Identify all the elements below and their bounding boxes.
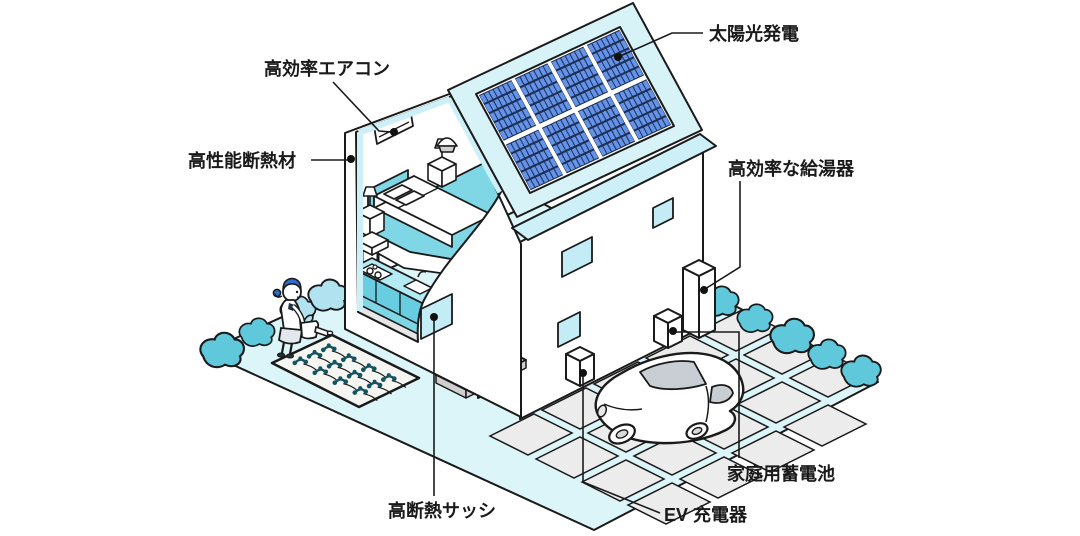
marker-dot-ev-charger — [579, 369, 587, 377]
insulation-layer — [357, 96, 503, 311]
window-upper-left — [561, 236, 593, 278]
bush-icon — [807, 338, 847, 370]
paving-tile — [736, 381, 822, 424]
paving-tile — [782, 404, 868, 447]
hair — [282, 277, 302, 291]
marker-dot-water-heater — [700, 286, 708, 294]
headlight-icon — [596, 404, 608, 418]
leader-line-ev-charger — [582, 374, 661, 514]
leader-line-aircon — [332, 81, 392, 133]
person-watering — [272, 277, 334, 359]
bush-icon — [307, 278, 349, 312]
leader-line-battery — [674, 331, 740, 458]
eye — [295, 290, 299, 294]
hood-line — [603, 403, 643, 411]
pillow — [395, 190, 425, 206]
shoe — [285, 353, 295, 359]
watering-can-icon — [300, 314, 334, 340]
battery-unit — [653, 308, 683, 349]
label-aircon: 高効率エアコン — [264, 58, 390, 79]
window-upper-right — [652, 197, 674, 229]
marker-dot-insulation — [347, 155, 355, 163]
arm — [292, 305, 305, 324]
label-window-sash: 高断熱サッシ — [388, 500, 496, 521]
water-heater-unit — [682, 259, 716, 339]
marker-dot-solar — [614, 53, 622, 61]
leg — [288, 342, 294, 355]
door-line — [705, 385, 710, 423]
leg — [280, 341, 286, 354]
label-insulation: 高性能断熱材 — [188, 150, 296, 171]
marker-dot-sash — [430, 313, 438, 321]
pillow — [383, 184, 413, 200]
label-solar: 太陽光発電 — [709, 23, 799, 44]
smile — [296, 295, 303, 298]
label-battery: 家庭用蓄電池 — [727, 463, 835, 484]
leader-line-water-heater — [704, 181, 741, 290]
lamp-icon — [362, 186, 378, 197]
paving-tile — [534, 436, 620, 479]
marker-dot-aircon — [390, 128, 398, 136]
ev-car — [594, 351, 745, 445]
window-lower — [557, 311, 581, 348]
ceiling-light-icon — [436, 137, 458, 153]
label-ev-charger: EV 充電器 — [664, 504, 748, 525]
paving-tile — [678, 456, 764, 499]
paving-tile — [730, 430, 816, 473]
vegetable-garden — [270, 333, 421, 409]
paving-tile — [580, 459, 666, 502]
paving-tile — [488, 413, 574, 456]
hair-bun — [272, 288, 282, 298]
annotations: 太陽光発電 高効率エアコン 高性能断熱材 高効率な給湯器 家庭用蓄電池 EV 充… — [188, 23, 855, 525]
label-water-heater: 高効率な給湯器 — [728, 158, 855, 179]
windshield — [639, 360, 707, 391]
bush-icon — [840, 354, 882, 388]
solar-cells — [478, 29, 672, 191]
skirt — [278, 327, 304, 345]
side-window — [709, 384, 734, 404]
bush-icon — [736, 303, 774, 333]
leader-line-solar — [617, 32, 703, 58]
marker-dot-battery — [669, 327, 677, 335]
ev-charger-unit — [565, 346, 595, 387]
paving-tile — [626, 482, 712, 525]
shoe — [276, 352, 286, 358]
house — [344, 2, 717, 420]
roof-fascia — [511, 133, 717, 241]
bush-icon — [769, 317, 816, 355]
faucet-icon — [417, 270, 427, 278]
